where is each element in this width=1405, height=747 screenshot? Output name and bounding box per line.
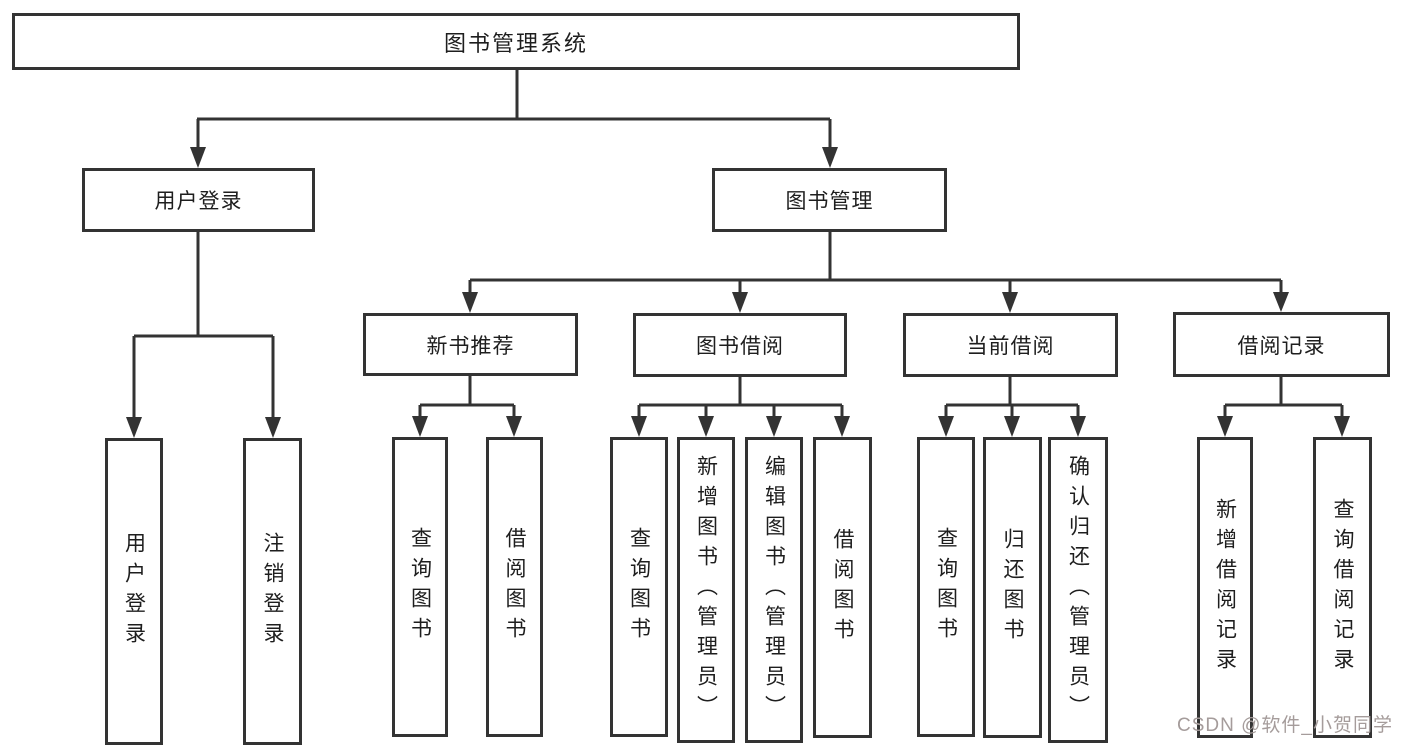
connector-book-borrow-to-leaves xyxy=(637,377,844,421)
connector-current-borrow-to-leaves xyxy=(944,377,1080,421)
leaf-current-return-book: 归还图书 xyxy=(983,437,1042,738)
node-book-management: 图书管理 xyxy=(712,168,947,232)
arrowhead xyxy=(938,416,954,437)
arrowhead xyxy=(698,416,714,437)
node-user-login: 用户登录 xyxy=(82,168,315,232)
node-label: 图书管理 xyxy=(785,190,874,213)
leaf-borrow-borrow-book: 借阅图书 xyxy=(813,437,872,738)
leaf-borrow-edit-book-admin: 编辑图书（管理员） xyxy=(745,437,803,743)
arrowhead xyxy=(1004,416,1020,437)
connector-borrow-records-to-leaves xyxy=(1223,377,1344,421)
arrowhead xyxy=(1273,292,1289,312)
connector-new-book-recommend-to-leaves xyxy=(418,376,516,421)
node-root-library-system: 图书管理系统 xyxy=(12,13,1020,70)
arrowhead xyxy=(1217,416,1233,437)
node-label: 查询图书 xyxy=(408,527,432,647)
leaf-records-add-borrow-record: 新增借阅记录 xyxy=(1197,437,1253,738)
arrowhead xyxy=(506,416,522,437)
node-label: 新增图书（管理员） xyxy=(694,455,718,725)
node-label: 查询图书 xyxy=(627,527,651,647)
connector-book-management-to-level3 xyxy=(468,232,1283,296)
arrowhead xyxy=(732,292,748,313)
node-label: 借阅记录 xyxy=(1237,334,1326,358)
leaf-recommend-borrow-book: 借阅图书 xyxy=(486,437,543,737)
arrowhead xyxy=(412,416,428,437)
leaf-logout-login: 注销登录 xyxy=(243,438,302,745)
arrowhead xyxy=(265,417,281,438)
connector-root-to-level2 xyxy=(196,70,832,151)
node-label: 借阅图书 xyxy=(831,527,854,648)
node-label: 用户登录 xyxy=(122,531,146,652)
node-book-borrow: 图书借阅 xyxy=(633,313,847,377)
node-label: 借阅图书 xyxy=(503,527,526,647)
node-label: 确认归还（管理员） xyxy=(1066,455,1090,725)
node-label: 查询借阅记录 xyxy=(1331,497,1354,678)
leaf-user-login: 用户登录 xyxy=(105,438,163,745)
arrowhead xyxy=(766,416,782,437)
arrowhead xyxy=(834,416,850,437)
arrowhead xyxy=(822,147,838,168)
leaf-current-confirm-return-admin: 确认归还（管理员） xyxy=(1048,437,1108,743)
leaf-borrow-add-book-admin: 新增图书（管理员） xyxy=(677,437,735,743)
node-new-book-recommend: 新书推荐 xyxy=(363,313,578,376)
node-label: 编辑图书（管理员） xyxy=(762,455,786,725)
node-label: 归还图书 xyxy=(1001,527,1024,648)
leaf-records-query-borrow-record: 查询借阅记录 xyxy=(1313,437,1372,738)
leaf-borrow-query-book: 查询图书 xyxy=(610,437,668,737)
node-borrow-records: 借阅记录 xyxy=(1173,312,1390,377)
node-label: 注销登录 xyxy=(261,531,284,652)
arrowhead xyxy=(126,417,142,438)
node-label: 图书借阅 xyxy=(696,335,784,358)
node-label: 新增借阅记录 xyxy=(1213,497,1237,678)
node-label: 当前借阅 xyxy=(966,335,1055,358)
node-label: 图书管理系统 xyxy=(443,30,588,56)
leaf-recommend-query-book: 查询图书 xyxy=(392,437,448,737)
connector-user-login-to-leaves xyxy=(132,232,275,421)
arrowhead xyxy=(462,292,478,313)
node-current-borrow: 当前借阅 xyxy=(903,313,1118,377)
node-label: 新书推荐 xyxy=(426,334,515,358)
csdn-watermark: CSDN @软件_小贺同学 xyxy=(1177,715,1393,736)
arrowhead xyxy=(190,147,206,168)
arrowhead xyxy=(631,416,647,437)
leaf-current-query-book: 查询图书 xyxy=(917,437,975,737)
node-label: 查询图书 xyxy=(934,527,958,647)
arrowhead xyxy=(1334,416,1350,437)
arrowhead xyxy=(1070,416,1086,437)
node-label: 用户登录 xyxy=(154,190,243,213)
arrowhead xyxy=(1002,292,1018,313)
arrowheads xyxy=(126,147,1350,438)
